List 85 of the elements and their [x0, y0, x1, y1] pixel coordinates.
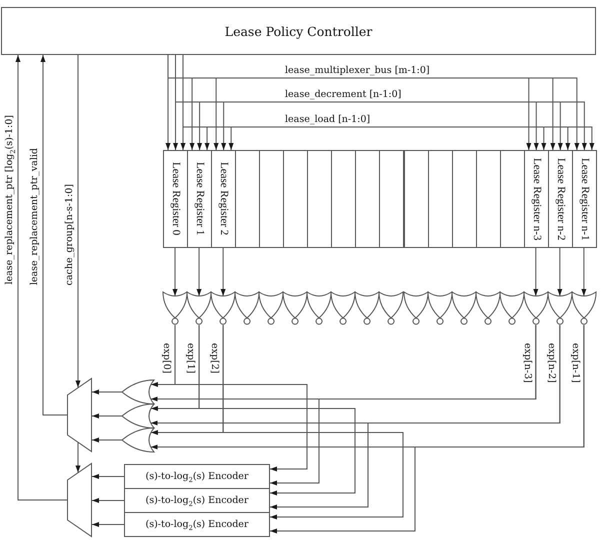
encoder-box: [124, 464, 270, 489]
arrow: [92, 414, 122, 418]
nor-gate: [163, 292, 188, 325]
encoder-label: (s)-to-log$_{2}$(s) Encoder: [146, 519, 248, 530]
arrow: [270, 324, 584, 534]
nor-gate: [476, 292, 500, 325]
register-cell: [428, 150, 453, 248]
register-label: Lease Register n-3: [530, 158, 543, 240]
signal-label: exp[0]: [159, 343, 174, 374]
arrow: [92, 390, 122, 394]
encoder-box: [124, 488, 270, 513]
register-label: Lease Register 2: [217, 162, 230, 236]
arrow: [198, 324, 356, 496]
arrow: [270, 324, 536, 486]
register-label: Lease Register n-1: [578, 158, 591, 240]
register-cell: [307, 150, 332, 248]
arrow: [92, 474, 124, 479]
nor-gate: [211, 292, 236, 325]
arrow: [533, 248, 538, 296]
nor-gate: [307, 292, 332, 325]
register-cell: [404, 150, 429, 248]
or-gate: [122, 404, 154, 428]
register-label: Lease Register 1: [193, 162, 206, 236]
arrow: [76, 54, 80, 388]
signal-label: lease_load [n-1:0]: [285, 114, 370, 126]
register-cell: [476, 150, 501, 248]
encoder-box: [124, 512, 270, 537]
register-cell: [235, 150, 260, 248]
arrow: [557, 248, 562, 296]
arrow: [581, 248, 586, 296]
nor-gate: [331, 292, 356, 325]
nor-gate: [524, 292, 548, 325]
or-gate: [122, 428, 154, 452]
nor-gate: [548, 292, 572, 325]
register-cell: [331, 150, 356, 248]
arrow: [92, 522, 124, 527]
register-cell: [355, 150, 380, 248]
multiplexer: [67, 378, 92, 452]
register-cell: [283, 150, 308, 248]
nor-gate: [452, 292, 476, 325]
nor-gate: [379, 292, 404, 325]
controller-box: [1, 7, 596, 55]
arrow: [270, 324, 560, 510]
multiplexer: [67, 463, 92, 537]
signal-label: exp[2]: [207, 343, 222, 374]
controller-title: Lease Policy Controller: [224, 24, 372, 38]
nor-gate: [572, 292, 596, 325]
nor-gate: [235, 292, 260, 325]
register-label: Lease Register n-2: [554, 158, 567, 240]
register-cell: [500, 150, 525, 248]
register-cell: [211, 150, 236, 248]
arrow: [174, 324, 308, 472]
arrow: [40, 54, 68, 416]
register-cell: [163, 150, 188, 248]
signal-label: cache_group[n-s-1:0]: [63, 184, 77, 285]
arrow: [220, 248, 226, 296]
signal-label: lease_decrement [n-1:0]: [285, 88, 402, 100]
nor-gate: [283, 292, 308, 325]
nor-gate: [428, 292, 452, 325]
nor-gate: [500, 292, 524, 325]
register-cell: [572, 150, 597, 248]
register-cell: [452, 150, 477, 248]
register-cell: [548, 150, 573, 248]
arrow: [172, 248, 178, 296]
nor-gate: [404, 292, 428, 325]
signal-label: exp[1]: [183, 343, 198, 374]
signal-label: lease_replacement_ptr_valid: [28, 148, 42, 285]
arrow: [16, 54, 68, 500]
register-cell: [524, 150, 549, 248]
arrow: [92, 438, 122, 442]
nor-gate: [259, 292, 284, 325]
signal-label: lease_multiplexer_bus [m-1:0]: [285, 64, 430, 76]
encoder-label: (s)-to-log$_{2}$(s) Encoder: [146, 471, 248, 482]
arrow: [196, 248, 202, 296]
nor-gate: [355, 292, 380, 325]
register-label: Lease Register 0: [169, 162, 182, 236]
arrow: [76, 442, 80, 474]
register-cell: [379, 150, 404, 248]
register-cell: [187, 150, 212, 248]
arrow: [92, 498, 124, 503]
arrow: [222, 324, 404, 520]
or-gate: [122, 380, 154, 404]
encoder-label: (s)-to-log$_{2}$(s) Encoder: [146, 495, 248, 506]
register-cell: [259, 150, 284, 248]
nor-gate: [187, 292, 212, 325]
